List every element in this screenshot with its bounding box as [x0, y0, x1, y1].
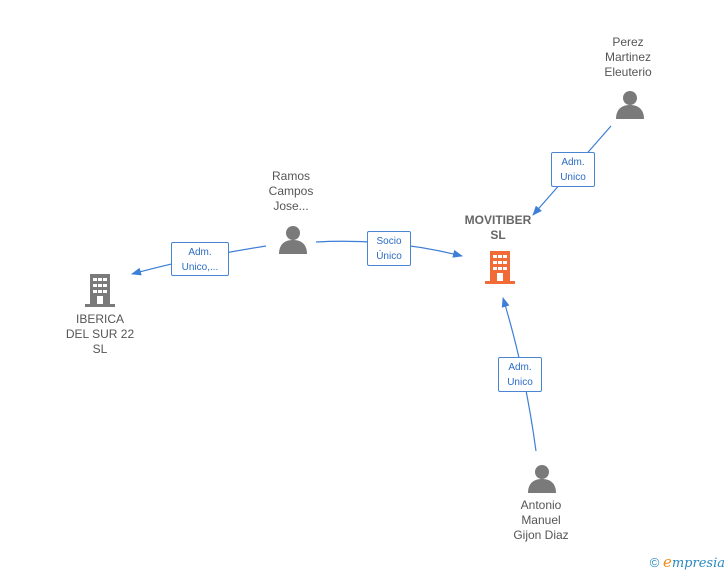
node-label-antonio[interactable]: Antonio Manuel Gijon Diaz: [513, 498, 569, 542]
node-label-movitiber[interactable]: MOVITIBER SL: [464, 213, 532, 242]
person-icon-ramos[interactable]: [278, 224, 308, 254]
brand-logo: empresia: [662, 553, 725, 571]
footer-brand: © empresia: [650, 553, 725, 571]
edge-label-antonio-movitiber[interactable]: Adm. Unico: [498, 357, 542, 392]
copyright-icon: ©: [649, 555, 660, 570]
building-icon-movitiber[interactable]: [484, 249, 516, 285]
edge-label-perez-movitiber[interactable]: Adm. Unico: [551, 152, 595, 187]
node-label-iberica[interactable]: IBERICA DEL SUR 22 SL: [65, 312, 135, 356]
node-label-ramos[interactable]: Ramos Campos Jose...: [268, 169, 314, 213]
node-label-perez[interactable]: Perez Martinez Eleuterio: [604, 35, 652, 79]
edge-label-ramos-iberica[interactable]: Adm. Unico,...: [171, 242, 229, 276]
edge-label-ramos-movitiber[interactable]: Socio Único: [367, 231, 411, 266]
person-icon-antonio[interactable]: [527, 463, 557, 493]
building-icon-iberica[interactable]: [84, 272, 116, 308]
person-icon-perez[interactable]: [615, 89, 645, 119]
